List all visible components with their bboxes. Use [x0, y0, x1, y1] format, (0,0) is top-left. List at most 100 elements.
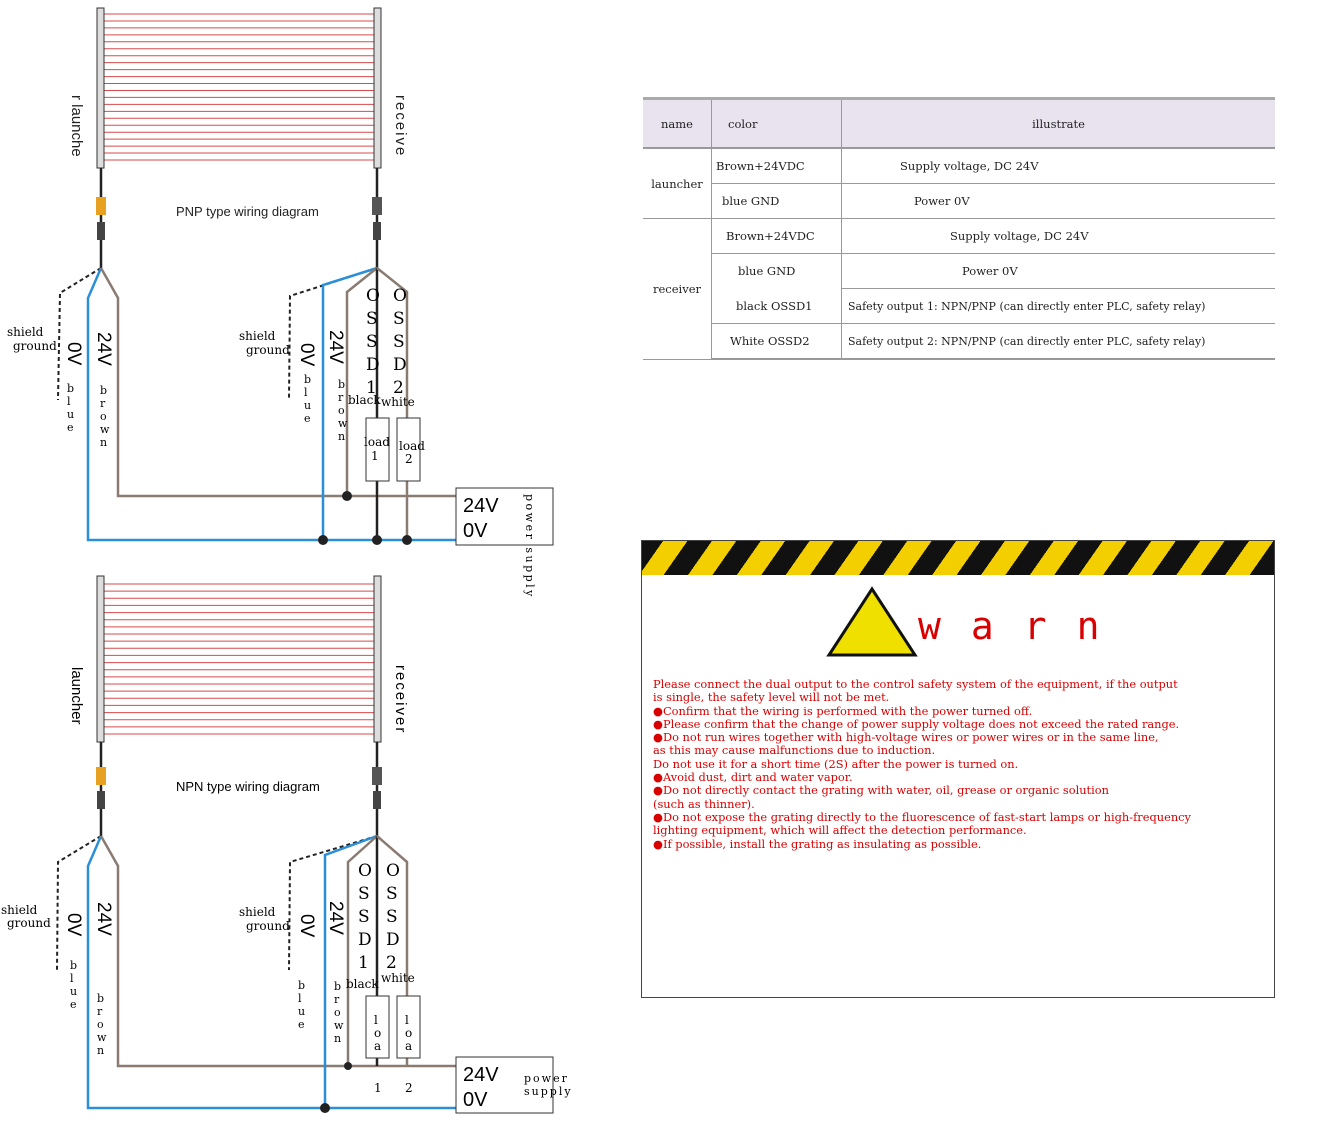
- pnp-launcher-shield-wire: [57, 267, 102, 401]
- npn-ground-label-2: ground: [246, 919, 290, 933]
- hazard-stripes: [642, 541, 1274, 575]
- warning-text: Please connect the dual output to the co…: [653, 677, 1191, 851]
- npn-load1-num: 1: [374, 1081, 382, 1095]
- pnp-load2-num: 2: [405, 452, 413, 466]
- table-row: blue GND Power 0V: [643, 253, 1275, 289]
- pnp-launcher-blue-wire: [86, 267, 456, 542]
- pnp-white-label: white: [381, 395, 415, 409]
- npn-launcher-bar: [96, 575, 105, 743]
- npn-ps-0v: 0V: [463, 1089, 488, 1111]
- npn-launcher-brown-wire: [99, 835, 456, 1068]
- npn-receiver-label: receiver: [392, 665, 409, 734]
- pnp-beams: [104, 13, 374, 161]
- npn-ps-label-supply: supply: [524, 1085, 573, 1098]
- pnp-junction-blue: [318, 535, 328, 545]
- npn-receiver-blue-wire: [323, 834, 378, 1108]
- npn-receiver-connector: [372, 767, 382, 785]
- pnp-launcher-brown-wire: [99, 267, 456, 498]
- color-cell: black OSSD1: [711, 288, 842, 324]
- warning-title: warn: [918, 604, 1130, 648]
- illustrate-cell: Safety output 2: NPN/PNP (can directly e…: [841, 323, 1275, 360]
- npn-receiver-shield-wire: [288, 835, 378, 971]
- pnp-launcher-label: r launche: [68, 95, 85, 157]
- npn-title: NPN type wiring diagram: [176, 779, 320, 794]
- pnp-ps-24v: 24V: [463, 495, 499, 517]
- pnp-load2-box: [396, 417, 421, 482]
- npn-receiver-brown-wire: [346, 835, 378, 1066]
- header-color: color: [711, 97, 842, 149]
- pnp-receiver-plug: [373, 222, 381, 240]
- pnp-ps-0v: 0V: [463, 520, 488, 542]
- pnp-load1-label: load: [364, 435, 390, 449]
- npn-junction-brown: [344, 1062, 352, 1070]
- npn-receiver-bar: [373, 575, 382, 743]
- pnp-receiver-connector: [372, 197, 382, 215]
- npn-ps-label-power: power: [524, 1072, 569, 1085]
- npn-launcher-shield-wire: [56, 835, 102, 971]
- warning-triangle-icon: [826, 586, 918, 657]
- pnp-ps-label: power supply: [523, 494, 536, 599]
- pnp-launcher-bar: [96, 7, 105, 169]
- table-header-row: name color illustrate: [643, 97, 1275, 149]
- pnp-black-label: black: [348, 393, 381, 407]
- pnp-launcher-connector: [96, 197, 106, 215]
- pnp-24v-launcher: 24V: [93, 332, 114, 366]
- pnp-junction-white: [402, 535, 412, 545]
- npn-junction-blue: [320, 1103, 330, 1113]
- npn-power-supply-box: [455, 1056, 554, 1114]
- warning-panel: [641, 540, 1275, 998]
- color-cell: Brown+24VDC: [711, 148, 842, 184]
- color-cell: Brown+24VDC: [711, 218, 842, 254]
- pnp-title: PNP type wiring diagram: [176, 204, 319, 219]
- pnp-ground-label-1: ground: [13, 339, 57, 353]
- table-row: receiver Brown+24VDC Supply voltage, DC …: [643, 218, 1275, 360]
- pnp-receiver-blue-wire: [321, 266, 378, 540]
- pnp-junction-black: [372, 535, 382, 545]
- pnp-24v-receiver: 24V: [325, 330, 346, 364]
- pnp-shield-label-2: shield: [239, 329, 276, 343]
- npn-ground-label-1: ground: [7, 916, 51, 930]
- receiver-name-cell: receiver: [643, 218, 712, 360]
- table-row: blue GND Power 0V: [643, 183, 1275, 219]
- npn-launcher-label: launcher: [68, 667, 85, 725]
- pnp-load1-num: 1: [371, 449, 379, 463]
- pnp-power-supply-box: [455, 487, 554, 546]
- illustrate-cell: Power 0V: [841, 253, 1275, 289]
- wire-spec-table: name color illustrate launcher Brown+24V…: [643, 97, 1275, 360]
- pnp-receiver-brown-wire: [345, 267, 378, 496]
- npn-beams: [104, 583, 374, 735]
- pnp-shield-label-1: shield: [7, 325, 44, 339]
- pnp-ground-label-2: ground: [246, 343, 290, 357]
- color-cell: blue GND: [711, 253, 842, 289]
- pnp-receiver-label: receive: [392, 95, 409, 157]
- pnp-launcher-plug: [97, 222, 105, 240]
- pnp-0v-receiver: 0V: [296, 343, 317, 367]
- pnp-junction-brown: [342, 491, 352, 501]
- npn-black-label: black: [346, 977, 379, 991]
- npn-load2-box: [396, 995, 421, 1059]
- header-name: name: [643, 97, 712, 149]
- npn-launcher-plug: [97, 791, 105, 809]
- pnp-load2-label: load: [399, 439, 425, 453]
- npn-0v-receiver: 0V: [296, 914, 317, 938]
- npn-24v-receiver: 24V: [325, 901, 346, 935]
- pnp-receiver-bar: [373, 7, 382, 169]
- pnp-0v-launcher: 0V: [63, 342, 84, 366]
- table-row: black OSSD1 Safety output 1: NPN/PNP (ca…: [643, 288, 1275, 324]
- npn-white-label: white: [381, 971, 415, 985]
- npn-0v-launcher: 0V: [63, 913, 84, 937]
- npn-load1-box: [365, 995, 390, 1059]
- npn-shield-label-2: shield: [239, 905, 276, 919]
- wiring-diagrams: r launche receive PNP type wiring diagra…: [1, 7, 573, 1114]
